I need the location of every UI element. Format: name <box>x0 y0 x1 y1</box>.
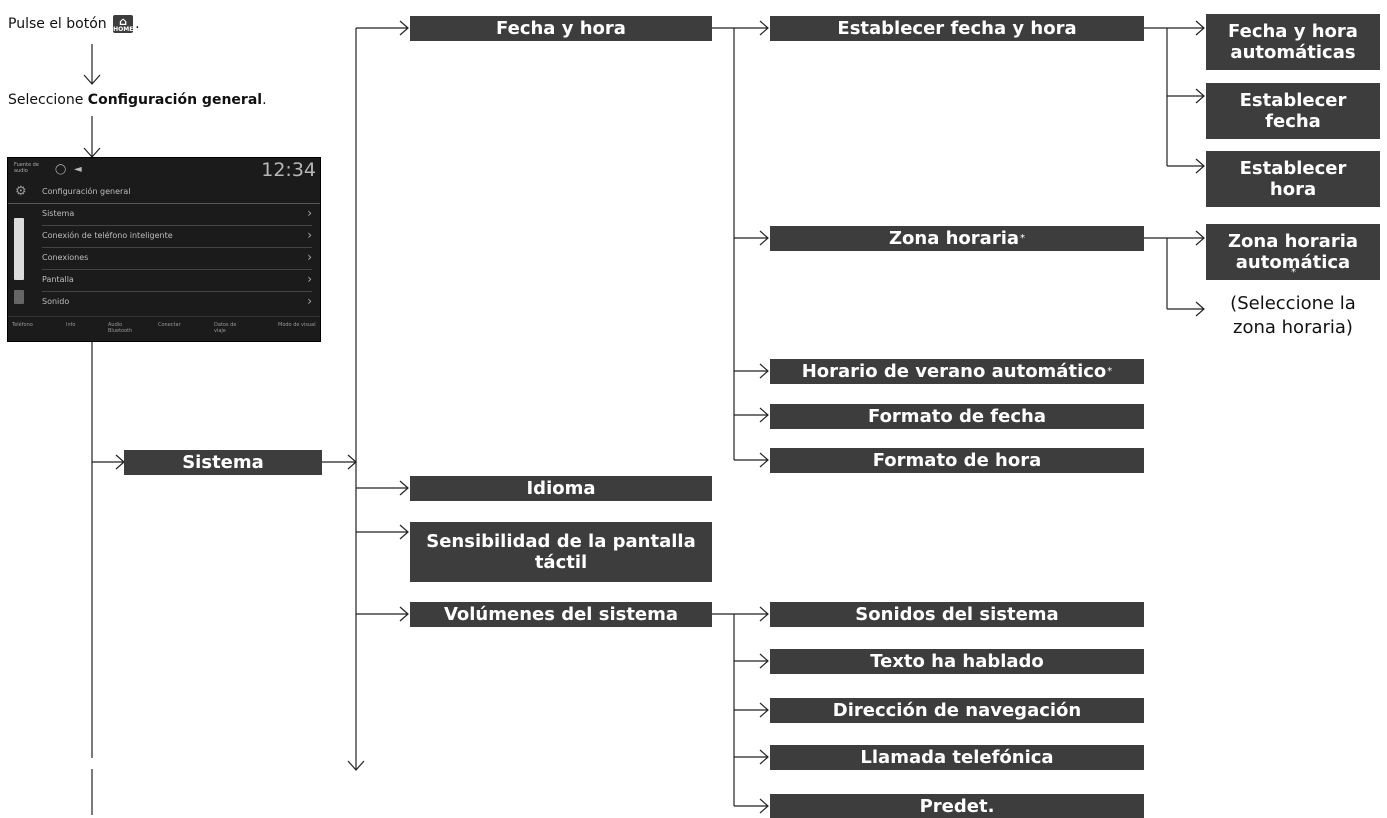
box-zona-horaria-label: Zona horaria <box>888 228 1020 249</box>
screen-clock: 12:34 <box>261 159 316 181</box>
box-llamada-telefonica: Llamada telefónica <box>770 745 1144 770</box>
box-zona-auto-line2: automática* <box>1235 252 1351 278</box>
box-sensibilidad-line1: Sensibilidad de la pantalla <box>426 531 696 552</box>
screen-row-sonido: Sonido › <box>42 292 312 313</box>
box-horario-verano-label: Horario de verano automático <box>801 361 1107 382</box>
box-idioma: Idioma <box>410 476 712 501</box>
box-establecer-fecha-hora: Establecer fecha y hora <box>770 16 1144 41</box>
screen-row-label: Conexiones <box>42 253 89 262</box>
volume-icon: ◄ <box>74 164 82 175</box>
chevron-right-icon: › <box>307 294 312 308</box>
scrollbar <box>14 218 24 280</box>
box-establecer-fecha-line2: fecha <box>1265 111 1321 132</box>
box-establecer-hora-line2: hora <box>1269 179 1317 200</box>
seleccione-zona-line1: (Seleccione la <box>1230 293 1356 314</box>
box-sensibilidad-line2: táctil <box>534 552 588 573</box>
box-zona-auto-line1: Zona horaria <box>1227 231 1359 252</box>
screen-row-sistema: Sistema › <box>42 204 312 226</box>
box-fecha-hora-auto-line2: automáticas <box>1230 42 1356 63</box>
info-shortcut: Info <box>66 322 76 328</box>
settings-screen-image: Fuente de audio ◯ ◄ 12:34 ⚙ Configuració… <box>7 157 321 342</box>
step1-suffix: . <box>135 16 140 32</box>
box-predet: Predet. <box>770 794 1144 818</box>
screen-row-label: Conexión de teléfono inteligente <box>42 231 173 240</box>
screen-topbar: Fuente de audio ◯ ◄ 12:34 <box>8 158 320 182</box>
box-horario-verano: Horario de verano automático* <box>770 359 1144 384</box>
step2-bold: Configuración general <box>87 92 263 108</box>
connect-shortcut: Conectar <box>158 322 181 328</box>
box-fecha-y-hora: Fecha y hora <box>410 16 712 41</box>
box-sensibilidad: Sensibilidad de la pantalla táctil <box>410 522 712 582</box>
screen-row-label: Sistema <box>42 209 75 218</box>
box-volumenes: Volúmenes del sistema <box>410 602 712 627</box>
box-texto-hablado: Texto ha hablado <box>770 649 1144 674</box>
home-button-label: HOME <box>113 26 134 33</box>
box-establecer-hora: Establecer hora <box>1206 151 1380 207</box>
box-formato-fecha: Formato de fecha <box>770 404 1144 429</box>
display-mode-shortcut: Modo de visual <box>278 322 316 328</box>
box-sistema: Sistema <box>124 450 322 475</box>
scroll-down-icon <box>14 290 24 304</box>
step1-text: Pulse el botón ⌂HOME. <box>8 15 140 33</box>
screen-row-conexion-telefono: Conexión de teléfono inteligente › <box>42 226 312 248</box>
screen-row-conexiones: Conexiones › <box>42 248 312 270</box>
box-establecer-fecha: Establecer fecha <box>1206 83 1380 139</box>
seleccione-zona-horaria-text: (Seleccione la zona horaria) <box>1206 292 1380 348</box>
screen-header: ⚙ Configuración general <box>8 183 320 204</box>
step2-prefix: Seleccione <box>8 92 88 108</box>
box-establecer-hora-line1: Establecer <box>1239 158 1347 179</box>
trip-data-shortcut: Datos de viaje <box>214 322 237 334</box>
step1-prefix: Pulse el botón <box>8 16 107 32</box>
gear-icon: ⚙ <box>15 184 27 199</box>
box-sonidos-sistema: Sonidos del sistema <box>770 602 1144 627</box>
screen-header-title: Configuración general <box>42 187 131 196</box>
bluetooth-audio-shortcut: Audio Bluetooth <box>108 322 133 334</box>
chevron-right-icon: › <box>307 250 312 264</box>
screen-row-label: Pantalla <box>42 275 74 284</box>
chevron-right-icon: › <box>307 206 312 220</box>
seleccione-zona-line2: zona horaria) <box>1233 317 1353 338</box>
box-zona-auto-line2-text: automática <box>1235 252 1351 273</box>
box-direccion-navegacion: Dirección de navegación <box>770 698 1144 723</box>
step2-text: Seleccione Configuración general. <box>8 92 267 108</box>
screen-bottom-bar: Teléfono Info Audio Bluetooth Conectar D… <box>8 316 320 341</box>
chevron-right-icon: › <box>307 272 312 286</box>
box-establecer-fecha-line1: Establecer <box>1239 90 1347 111</box>
box-formato-hora: Formato de hora <box>770 448 1144 473</box>
chevron-right-icon: › <box>307 228 312 242</box>
box-fecha-hora-automaticas: Fecha y hora automáticas <box>1206 14 1380 70</box>
box-fecha-hora-auto-line1: Fecha y hora <box>1228 21 1358 42</box>
home-button-icon: ⌂HOME <box>113 15 134 33</box>
audio-source-label: Fuente de audio <box>14 162 39 174</box>
phone-shortcut: Teléfono <box>12 322 33 328</box>
step2-suffix: . <box>262 92 267 108</box>
bluetooth-icon: ◯ <box>55 164 67 175</box>
screen-row-pantalla: Pantalla › <box>42 270 312 292</box>
screen-row-label: Sonido <box>42 297 70 306</box>
box-zona-horaria-automatica: Zona horaria automática* <box>1206 224 1380 280</box>
box-zona-horaria: Zona horaria* <box>770 226 1144 251</box>
